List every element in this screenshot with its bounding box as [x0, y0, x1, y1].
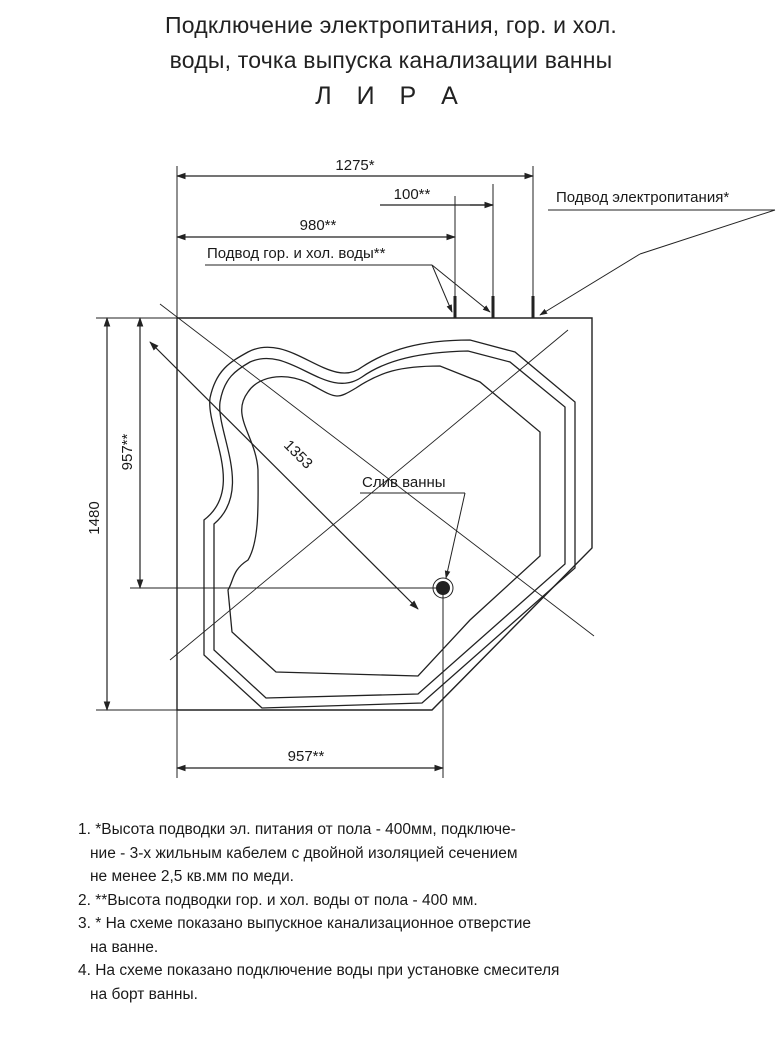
note-line: не менее 2,5 кв.мм по меди. [90, 868, 294, 885]
diagonal-center-line [159, 303, 595, 637]
label-power: Подвод электропитания* [556, 189, 729, 206]
dim-diagonal: 1353 [280, 437, 316, 473]
water-leader-to-hot [431, 264, 453, 313]
dim-side-horizontal: 957** [288, 748, 325, 765]
dim-line-1353 [149, 341, 419, 610]
power-leader-join [548, 210, 640, 254]
title-block: Подключение электропитания, гор. и хол. … [0, 8, 782, 114]
note-line: 4. На схеме показано подключение воды пр… [78, 962, 560, 979]
power-leader-top [639, 209, 776, 255]
note-line: 3. * На схеме показано выпускное канализ… [78, 915, 531, 932]
product-name: Л И Р А [315, 82, 467, 110]
dim-water-inlet: 980** [300, 217, 337, 234]
dim-side-vertical: 957** [119, 433, 136, 470]
water-leader-to-cold [431, 264, 491, 313]
tub-outer-outline [176, 317, 593, 711]
tub-rim-inner [213, 350, 566, 699]
dim-outlet-offset: 100** [394, 186, 431, 203]
note-line: ние - 3-х жильным кабелем с двойной изол… [90, 844, 518, 862]
dim-total-height: 1480 [86, 501, 103, 534]
drain-outlet-ring [432, 577, 454, 599]
drain-leader [444, 492, 466, 579]
note-line: 1. *Высота подводки эл. питания от пола … [78, 821, 516, 838]
title-line-1: Подключение электропитания, гор. и хол. [165, 12, 617, 38]
label-drain: Слив ванны [362, 474, 446, 491]
note-line: на ванне. [90, 938, 159, 956]
note-line: 2. **Высота подводки гор. и хол. воды от… [78, 891, 478, 909]
title-line-2: воды, точка выпуска канализации ванны [169, 47, 613, 73]
label-water: Подвод гор. и хол. воды** [207, 245, 386, 262]
notes-block: 1. *Высота подводки эл. питания от пола … [78, 818, 758, 1006]
drain-outlet [436, 581, 450, 595]
tub-bowl [227, 365, 541, 677]
power-leader-arrow [539, 253, 641, 316]
dim-total-width: 1275* [335, 157, 374, 174]
tub-rim-outer [203, 339, 576, 709]
note-line: на борт ванны. [90, 985, 198, 1003]
